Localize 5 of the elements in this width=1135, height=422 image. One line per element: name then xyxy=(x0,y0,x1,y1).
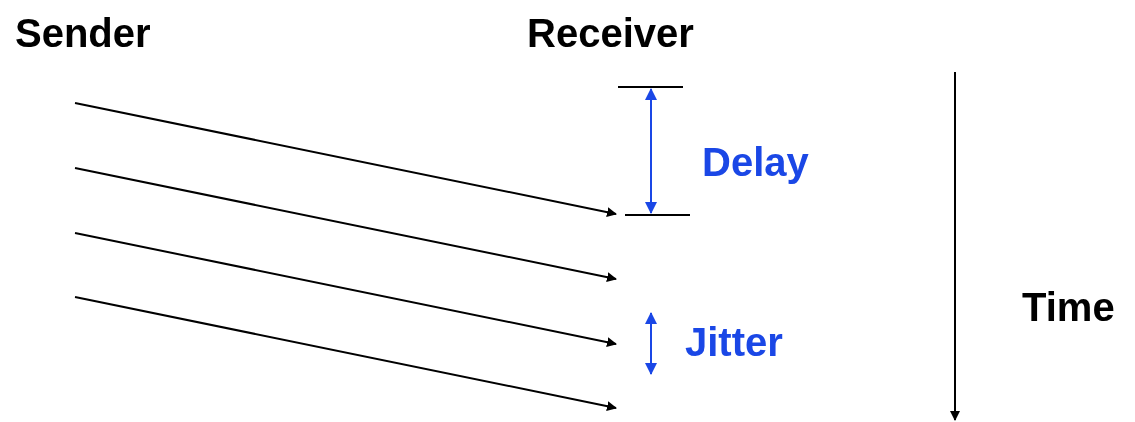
axis-label: Time xyxy=(1022,287,1115,327)
dimension-label: Jitter xyxy=(685,322,783,362)
column-heading: Sender xyxy=(15,13,151,53)
column-heading: Receiver xyxy=(527,13,694,53)
dimension-label: Delay xyxy=(702,142,809,182)
